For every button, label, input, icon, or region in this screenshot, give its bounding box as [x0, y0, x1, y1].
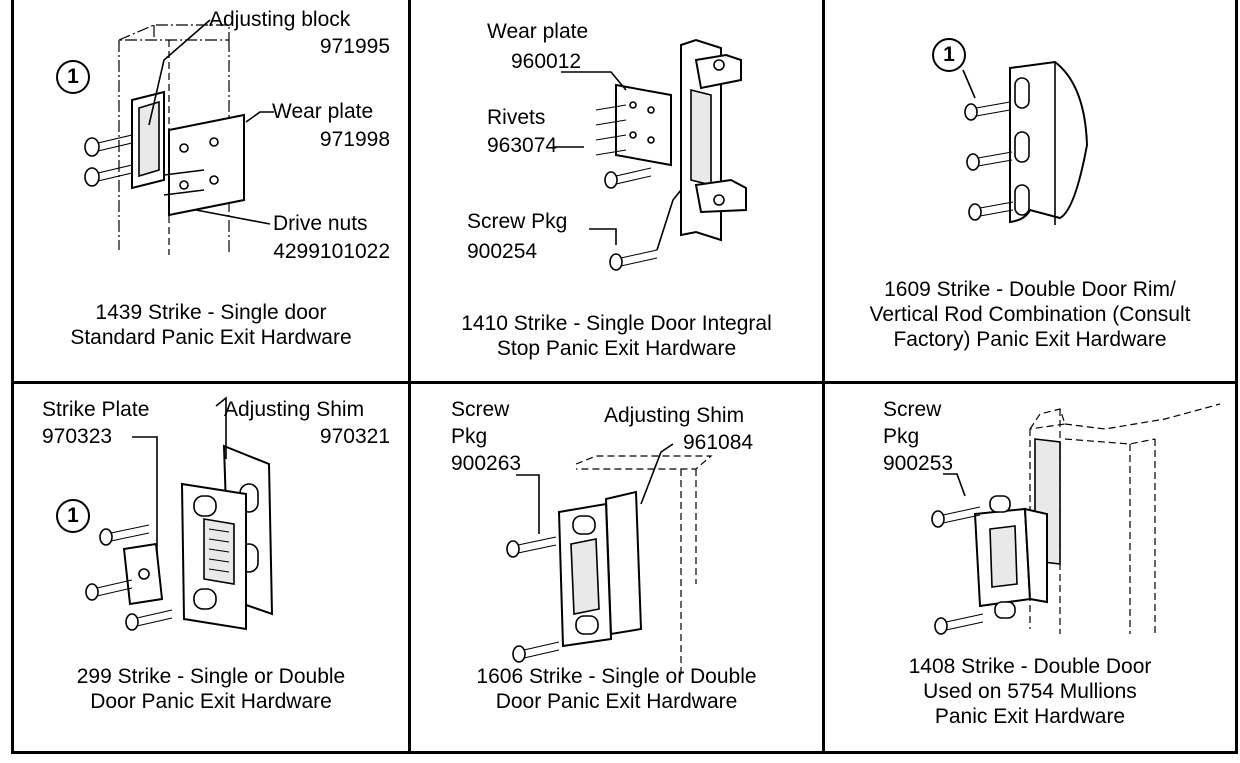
label-wear-plate-part: 971998 [319, 128, 390, 151]
divider-vertical-1 [408, 0, 411, 751]
label-screw-pkg-part: 900253 [883, 452, 954, 475]
label-screw-pkg: Screw Pkg [467, 210, 568, 233]
caption-1408-strike: 1408 Strike - Double Door Used on 5754 M… [908, 655, 1152, 728]
panel-1408-strike: Screw Pkg 900253 1408 Strike - Double Do… [825, 384, 1235, 751]
strike-diagram-sheet: 1 Adjusting block 971995 Wear plate 9719… [11, 0, 1238, 754]
label-screw: Screw [451, 398, 510, 421]
screw-icon [84, 164, 133, 187]
label-adjusting-shim: Adjusting Shim [224, 398, 365, 421]
label-pkg: Pkg [451, 425, 488, 448]
screw-icon [506, 536, 557, 558]
label-rivets-part: 963074 [487, 134, 558, 157]
caption-1606-strike: 1606 Strike - Single or Double Door Pani… [476, 665, 757, 713]
label-strike-plate: Strike Plate [42, 398, 150, 421]
strike-1609-drawing [962, 60, 1089, 225]
divider-horizontal [14, 381, 1235, 384]
label-screw-pkg-part: 900254 [467, 240, 538, 263]
label-screw-pkg-part: 900263 [451, 452, 522, 475]
panel-1606-strike: Screw Pkg 900263 Adjusting Shim 961084 1… [411, 384, 822, 751]
strike-1410-drawing [554, 38, 747, 271]
label-drive-nuts: Drive nuts [273, 212, 368, 235]
label-adjusting-block: Adjusting block [209, 8, 351, 31]
label-wear-plate-part: 960012 [511, 50, 582, 73]
callout-1: 1 [932, 38, 966, 72]
strike-1439-drawing [84, 19, 274, 255]
callout-1: 1 [56, 60, 90, 94]
caption-1609-strike: 1609 Strike - Double Door Rim/ Vertical … [869, 278, 1191, 351]
screw-icon [609, 249, 658, 271]
screw-icon [931, 506, 981, 528]
caption-1439-strike: 1439 Strike - Single door Standard Panic… [70, 301, 352, 349]
divider-vertical-2 [822, 0, 825, 751]
label-pkg: Pkg [883, 425, 920, 448]
screw-icon [99, 524, 150, 546]
label-wear-plate: Wear plate [272, 100, 374, 123]
label-rivets: Rivets [487, 106, 546, 129]
screw-icon [512, 641, 560, 663]
screw-icon [85, 579, 133, 601]
label-strike-plate-part: 970323 [42, 425, 113, 448]
screw-icon [125, 609, 173, 631]
label-screw: Screw [883, 398, 942, 421]
label-wear-plate: Wear plate [487, 20, 589, 43]
panel-1410-strike: Wear plate 960012 Rivets 963074 Screw Pk… [411, 0, 822, 381]
screw-icon [604, 167, 652, 189]
panel-1609-strike: 1 1609 Strike - Double Door Rim/ Vertica… [825, 0, 1235, 381]
caption-1410-strike: 1410 Strike - Single Door Integral Stop … [461, 312, 772, 360]
screw-icon [84, 134, 133, 157]
panel-1439-strike: 1 Adjusting block 971995 Wear plate 9719… [14, 0, 408, 381]
screw-icon [964, 101, 1011, 121]
caption-299-strike: 299 Strike - Single or Double Door Panic… [76, 665, 346, 713]
label-adjusting-block-part: 971995 [319, 35, 390, 58]
screw-icon [934, 613, 984, 635]
strike-1408-drawing [931, 403, 1221, 635]
screw-icon [966, 151, 1013, 171]
label-adjusting-shim-part: 961084 [683, 431, 754, 454]
label-adjusting-shim: Adjusting Shim [604, 404, 745, 427]
label-drive-nuts-part: 4299101022 [273, 240, 390, 263]
strike-299-drawing [85, 396, 274, 631]
label-adjusting-shim-part: 970321 [319, 425, 390, 448]
screw-icon [968, 201, 1014, 221]
strike-1606-drawing [506, 443, 713, 674]
callout-1: 1 [56, 499, 90, 533]
panel-299-strike: 1 Strike Plate 970323 Adjusting Shim 970… [14, 384, 408, 751]
